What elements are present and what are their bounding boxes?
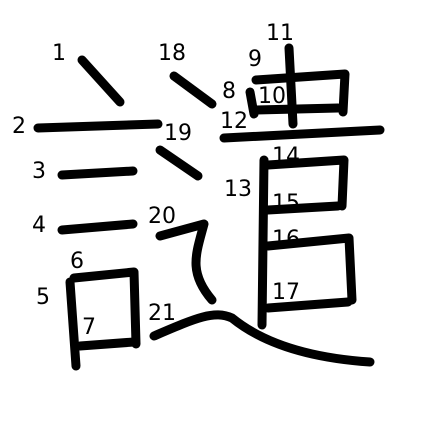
stroke-number-7: 7 bbox=[82, 315, 96, 340]
stroke-number-4: 4 bbox=[32, 213, 46, 238]
stroke-number-1: 1 bbox=[52, 41, 66, 66]
stroke-4 bbox=[57, 219, 138, 235]
stroke-number-21: 21 bbox=[148, 301, 176, 326]
stroke-number-15: 15 bbox=[272, 191, 300, 216]
stroke-number-12: 12 bbox=[220, 109, 248, 134]
stroke-20 bbox=[155, 219, 217, 305]
stroke-16 bbox=[263, 233, 357, 305]
stroke-7 bbox=[75, 337, 139, 351]
stroke-number-19: 19 bbox=[164, 121, 192, 146]
stroke-2 bbox=[33, 119, 163, 133]
stroke-17 bbox=[263, 297, 353, 313]
stroke-number-14: 14 bbox=[272, 144, 300, 169]
stroke-10 bbox=[251, 103, 343, 115]
stroke-number-17: 17 bbox=[272, 280, 300, 305]
stroke-number-16: 16 bbox=[272, 227, 300, 252]
stroke-19 bbox=[155, 145, 203, 181]
stroke-5 bbox=[65, 277, 81, 371]
stroke-number-6: 6 bbox=[70, 249, 84, 274]
stroke-11 bbox=[284, 43, 298, 129]
stroke-14 bbox=[263, 155, 349, 211]
stroke-15 bbox=[263, 201, 343, 215]
stroke-number-3: 3 bbox=[32, 159, 46, 184]
stroke-21 bbox=[149, 310, 375, 367]
stroke-number-20: 20 bbox=[148, 204, 176, 229]
stroke-13 bbox=[257, 155, 269, 330]
stroke-number-9: 9 bbox=[248, 47, 262, 72]
stroke-number-8: 8 bbox=[222, 79, 236, 104]
stroke-number-13: 13 bbox=[224, 177, 252, 202]
stroke-9 bbox=[251, 69, 350, 117]
character-strokes bbox=[33, 43, 385, 371]
stroke-number-2: 2 bbox=[12, 114, 26, 139]
stroke-number-18: 18 bbox=[158, 41, 186, 66]
stroke-6 bbox=[69, 267, 141, 349]
stroke-3 bbox=[57, 166, 138, 180]
stroke-1 bbox=[77, 55, 125, 107]
stroke-12 bbox=[219, 125, 385, 143]
stroke-18 bbox=[169, 71, 217, 109]
stroke-number-labels: 1 2 3 4 5 6 7 8 9 10 11 12 13 14 15 16 1… bbox=[12, 21, 300, 340]
stroke-number-5: 5 bbox=[36, 285, 50, 310]
stroke-number-10: 10 bbox=[258, 84, 286, 109]
stroke-number-11: 11 bbox=[266, 21, 294, 46]
